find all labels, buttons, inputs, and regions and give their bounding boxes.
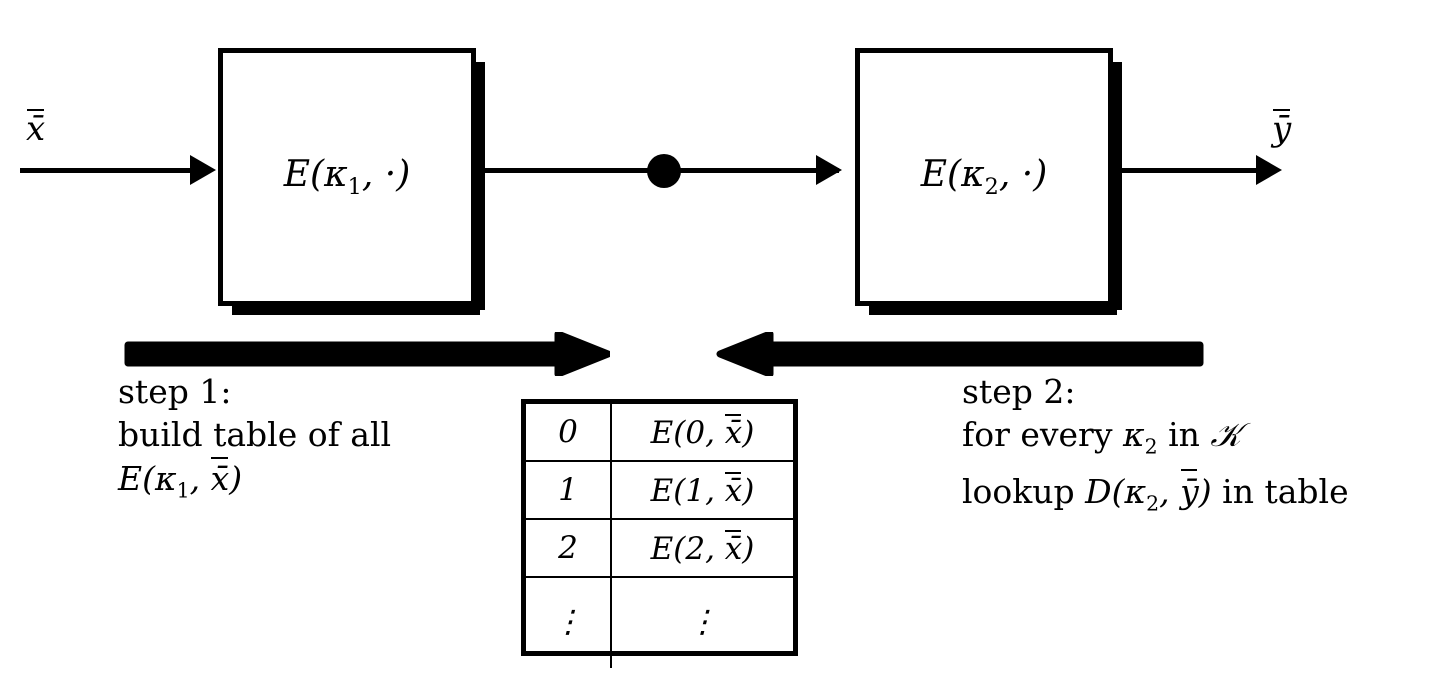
intermediate-arrowhead bbox=[816, 155, 842, 185]
second-encryption-key: κ bbox=[961, 153, 985, 195]
second-block-shadow-right bbox=[1113, 62, 1122, 310]
first-encryption-key: κ bbox=[324, 153, 348, 195]
row2-arg2: x̄ bbox=[724, 530, 743, 567]
input-label-text: x̄ bbox=[26, 108, 46, 149]
step-1-expr-fn: E bbox=[118, 459, 143, 498]
row2-fn: E bbox=[650, 530, 674, 567]
intermediate-value-tap-dot[interactable] bbox=[647, 154, 681, 188]
step-2-expr-fn: D bbox=[1085, 471, 1112, 511]
step-1-expression: E(κ1, x̄) bbox=[118, 456, 391, 513]
first-encryption-key-sub: 1 bbox=[347, 174, 362, 201]
step-1-caption: step 1: build table of all E(κ1, x̄) bbox=[118, 370, 391, 513]
step-2-body: for every κ2 in 𝒦 bbox=[962, 413, 1349, 469]
step-1-expr-key: κ bbox=[154, 459, 177, 498]
step-2-expr-suffix: in table bbox=[1211, 471, 1349, 511]
table-row: 1 E(1, x̄) bbox=[526, 460, 793, 520]
table-row: 2 E(2, x̄) bbox=[526, 518, 793, 578]
precomputed-lookup-table[interactable]: 0 E(0, x̄) 1 E(1, x̄) 2 E(2, x̄) bbox=[521, 399, 798, 668]
step-1-expr-arg: x̄ bbox=[211, 456, 229, 500]
table-cell-index: 0 bbox=[526, 404, 612, 462]
step-2-body-prefix: for every bbox=[962, 415, 1123, 454]
table-cell-value: E(0, x̄) bbox=[610, 404, 793, 462]
second-encryption-fn: E bbox=[920, 153, 948, 195]
output-label: ȳ bbox=[1272, 108, 1291, 149]
table-row: ⋮ ⋮ bbox=[526, 576, 793, 668]
row0-fn: E bbox=[650, 414, 674, 451]
first-encryption-block[interactable]: E(κ1, ·) bbox=[218, 48, 485, 315]
first-encryption-dot: · bbox=[384, 153, 397, 195]
step-1-arrow-icon bbox=[124, 332, 610, 376]
step-2-arrow-icon bbox=[716, 332, 1204, 376]
first-encryption-open: ( bbox=[310, 153, 325, 195]
table-row: 0 E(0, x̄) bbox=[526, 404, 793, 462]
step-2-caption: step 2: for every κ2 in 𝒦 lookup D(κ2, y… bbox=[962, 370, 1349, 525]
table-cell-value: E(2, x̄) bbox=[610, 518, 793, 578]
step-2-body-mid: in bbox=[1157, 415, 1211, 454]
step-2-expr-arg: ȳ bbox=[1180, 469, 1199, 513]
second-encryption-block[interactable]: E(κ2, ·) bbox=[855, 48, 1122, 315]
step-2-expr-prefix: lookup bbox=[962, 471, 1086, 511]
second-encryption-key-sub: 2 bbox=[984, 174, 999, 201]
input-label: x̄ bbox=[26, 108, 45, 149]
second-encryption-open: ( bbox=[947, 153, 962, 195]
first-encryption-close: ) bbox=[396, 153, 411, 195]
first-block-shadow-bottom bbox=[232, 306, 480, 315]
second-encryption-label: E(κ2, ·) bbox=[860, 154, 1108, 200]
first-block-shadow-right bbox=[476, 62, 485, 310]
row2-arg1: 2 bbox=[685, 530, 706, 567]
first-encryption-fn: E bbox=[283, 153, 311, 195]
first-encryption-label: E(κ1, ·) bbox=[223, 154, 471, 200]
output-label-text: ȳ bbox=[1272, 108, 1292, 149]
row0-arg1: 0 bbox=[685, 414, 706, 451]
table-cell-index-ellipsis: ⋮ bbox=[526, 576, 612, 668]
row1-arg2: x̄ bbox=[724, 472, 743, 509]
step-2-expr-key: κ bbox=[1124, 471, 1147, 511]
output-wire bbox=[1113, 168, 1260, 173]
row0-arg2: x̄ bbox=[724, 414, 743, 451]
step-2-body-key: κ bbox=[1122, 415, 1145, 454]
table-cell-index: 2 bbox=[526, 518, 612, 578]
keyspace-symbol: 𝒦 bbox=[1210, 415, 1242, 454]
step-2-body-key-sub: 2 bbox=[1144, 434, 1158, 459]
row1-fn: E bbox=[650, 472, 674, 509]
step-1-expr-key-sub: 1 bbox=[176, 478, 190, 503]
table-cell-value-ellipsis: ⋮ bbox=[610, 576, 793, 668]
step-2-heading: step 2: bbox=[962, 372, 1076, 411]
second-encryption-comma: , bbox=[998, 153, 1022, 195]
step-1-body: build table of all bbox=[118, 415, 392, 454]
input-arrowhead bbox=[190, 155, 216, 185]
step-2-expr-key-sub: 2 bbox=[1146, 491, 1160, 516]
output-arrowhead bbox=[1256, 155, 1282, 185]
row1-arg1: 1 bbox=[685, 472, 706, 509]
step-1-heading: step 1: bbox=[118, 372, 232, 411]
input-wire bbox=[20, 168, 195, 173]
table-cell-index: 1 bbox=[526, 460, 612, 520]
second-block-shadow-bottom bbox=[869, 306, 1117, 315]
step-1-arrow bbox=[118, 332, 610, 376]
second-encryption-dot: · bbox=[1021, 153, 1034, 195]
step-2-arrow bbox=[714, 332, 1210, 376]
step-2-expression: lookup D(κ2, ȳ) in table bbox=[962, 469, 1349, 526]
table-cell-value: E(1, x̄) bbox=[610, 460, 793, 520]
second-encryption-close: ) bbox=[1033, 153, 1048, 195]
first-encryption-comma: , bbox=[361, 153, 385, 195]
